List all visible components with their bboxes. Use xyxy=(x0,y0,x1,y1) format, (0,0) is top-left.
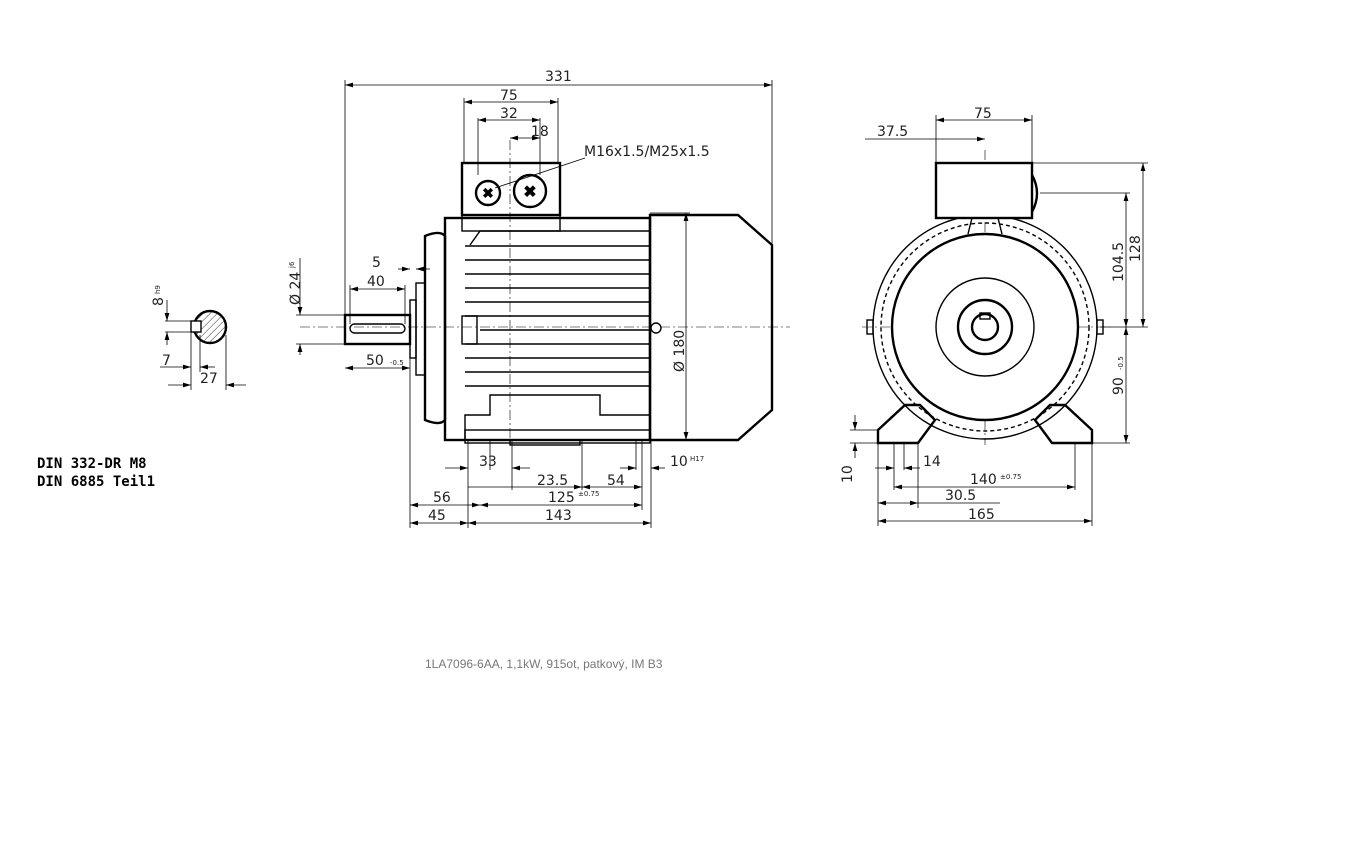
front-dim-128-label: 128 xyxy=(1128,235,1144,262)
drawing-caption: 1LA7096-6AA, 1,1kW, 915ot, patkový, IM B… xyxy=(425,657,663,671)
box-18-label: 18 xyxy=(531,124,549,140)
dim-125-label: 125 xyxy=(548,490,575,506)
body-dia-label: Ø 180 xyxy=(672,330,688,372)
dim-56-label: 56 xyxy=(433,490,451,506)
dim-10-label: 10 xyxy=(670,454,688,470)
dim-50-label: 50 xyxy=(366,353,384,369)
front-dim-10-label: 10 xyxy=(840,465,856,483)
dim-54-label: 54 xyxy=(607,473,625,489)
dim-143-label: 143 xyxy=(545,508,572,524)
key-depth-label: 7 xyxy=(162,353,171,369)
front-dim-90-label: 90 xyxy=(1111,377,1127,395)
cable-gland-icon: ✖ xyxy=(482,185,494,201)
front-dim-30-5-label: 30.5 xyxy=(945,488,976,504)
dim-10-tol: H17 xyxy=(690,455,704,463)
key-tol-label: h9 xyxy=(154,285,162,294)
front-view: 75 37.5 128 104.5 90 -0.5 10 14 140 ±0.7… xyxy=(840,106,1148,526)
front-dim-37-5-label: 37.5 xyxy=(877,124,908,140)
dim-125-tol: ±0.75 xyxy=(578,490,599,498)
dim-5-label: 5 xyxy=(372,255,381,271)
front-dim-140-label: 140 xyxy=(970,472,997,488)
front-dim-165-label: 165 xyxy=(968,507,995,523)
side-view: ✖ ✖ 331 75 32 18 M16x1.5/M25x1.5 Ø 24 j6… xyxy=(288,69,790,528)
dim-23-5-label: 23.5 xyxy=(537,473,568,489)
key-width-label: 8 xyxy=(151,297,167,306)
front-dim-14-label: 14 xyxy=(923,454,941,470)
dim-40-label: 40 xyxy=(367,274,385,290)
standard-label: DIN 6885 Teil1 xyxy=(37,474,156,490)
front-dim-140-tol: ±0.75 xyxy=(1000,473,1021,481)
overall-length-label: 331 xyxy=(545,69,572,85)
shaft-height-label: 27 xyxy=(200,371,218,387)
shaft-dia-label: Ø 24 xyxy=(288,272,304,305)
front-dim-75-label: 75 xyxy=(974,106,992,122)
dim-50-tol: -0.5 xyxy=(390,359,404,367)
standard-label: DIN 332-DR M8 xyxy=(37,456,147,472)
thread-label: M16x1.5/M25x1.5 xyxy=(584,144,710,160)
box-width-label: 75 xyxy=(500,88,518,104)
shaft-tol-label: j6 xyxy=(288,261,296,269)
front-dim-90-tol: -0.5 xyxy=(1117,356,1125,370)
dim-33-label: 33 xyxy=(479,454,497,470)
front-dim-104-5-label: 104.5 xyxy=(1111,242,1127,282)
shaft-section: 8 h9 7 27 xyxy=(151,285,246,390)
cable-gland-icon: ✖ xyxy=(523,184,536,201)
dim-45-label: 45 xyxy=(428,508,446,524)
box-32-label: 32 xyxy=(500,106,518,122)
